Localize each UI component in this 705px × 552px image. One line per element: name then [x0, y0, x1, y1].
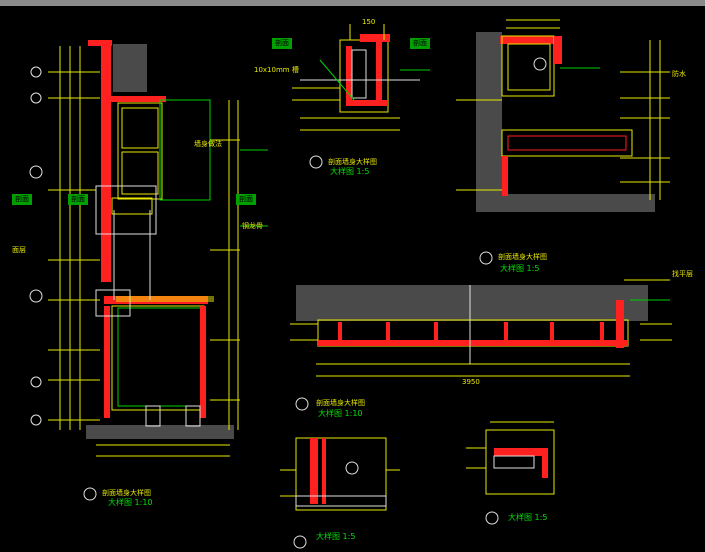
note-4: 防水: [672, 70, 686, 78]
note-top-plate: 10x10mm 槽: [254, 66, 299, 74]
title-4: 剖面墙身大样图: [316, 399, 365, 407]
dim-small: 150: [362, 18, 376, 26]
tag-mid-right: 剖面: [236, 194, 256, 205]
top-right-detail: [456, 19, 670, 265]
scale-4: 大样图 1:10: [318, 409, 363, 418]
leader-lines: [240, 67, 670, 301]
mid-right-long-section: [290, 279, 672, 411]
left-section: [29, 40, 240, 501]
note-5: 找平层: [672, 270, 693, 278]
bottom-right-detail: [466, 421, 555, 525]
scale-1: 大样图 1:10: [108, 498, 153, 507]
tag-top-b: 剖面: [410, 38, 430, 49]
note-3: 面层: [12, 246, 26, 254]
tag-top-a: 剖面: [272, 38, 292, 49]
note-2: 钢龙骨: [242, 222, 263, 230]
scale-5: 大样图 1:5: [316, 532, 356, 541]
scale-3: 大样图 1:5: [500, 264, 540, 273]
top-middle-detail: [292, 24, 420, 169]
title-2: 剖面墙身大样图: [328, 158, 377, 166]
scale-2: 大样图 1:5: [330, 167, 370, 176]
dim-main: 3950: [462, 378, 480, 386]
tag-left-lower: 剖面: [68, 194, 88, 205]
note-1: 墙身做法: [194, 140, 222, 148]
top-border: [0, 0, 705, 6]
scale-6: 大样图 1:5: [508, 513, 548, 522]
title-3: 剖面墙身大样图: [498, 253, 547, 261]
bottom-middle-detail: [280, 437, 400, 549]
title-1: 剖面墙身大样图: [102, 489, 151, 497]
tag-left-upper: 剖面: [12, 194, 32, 205]
